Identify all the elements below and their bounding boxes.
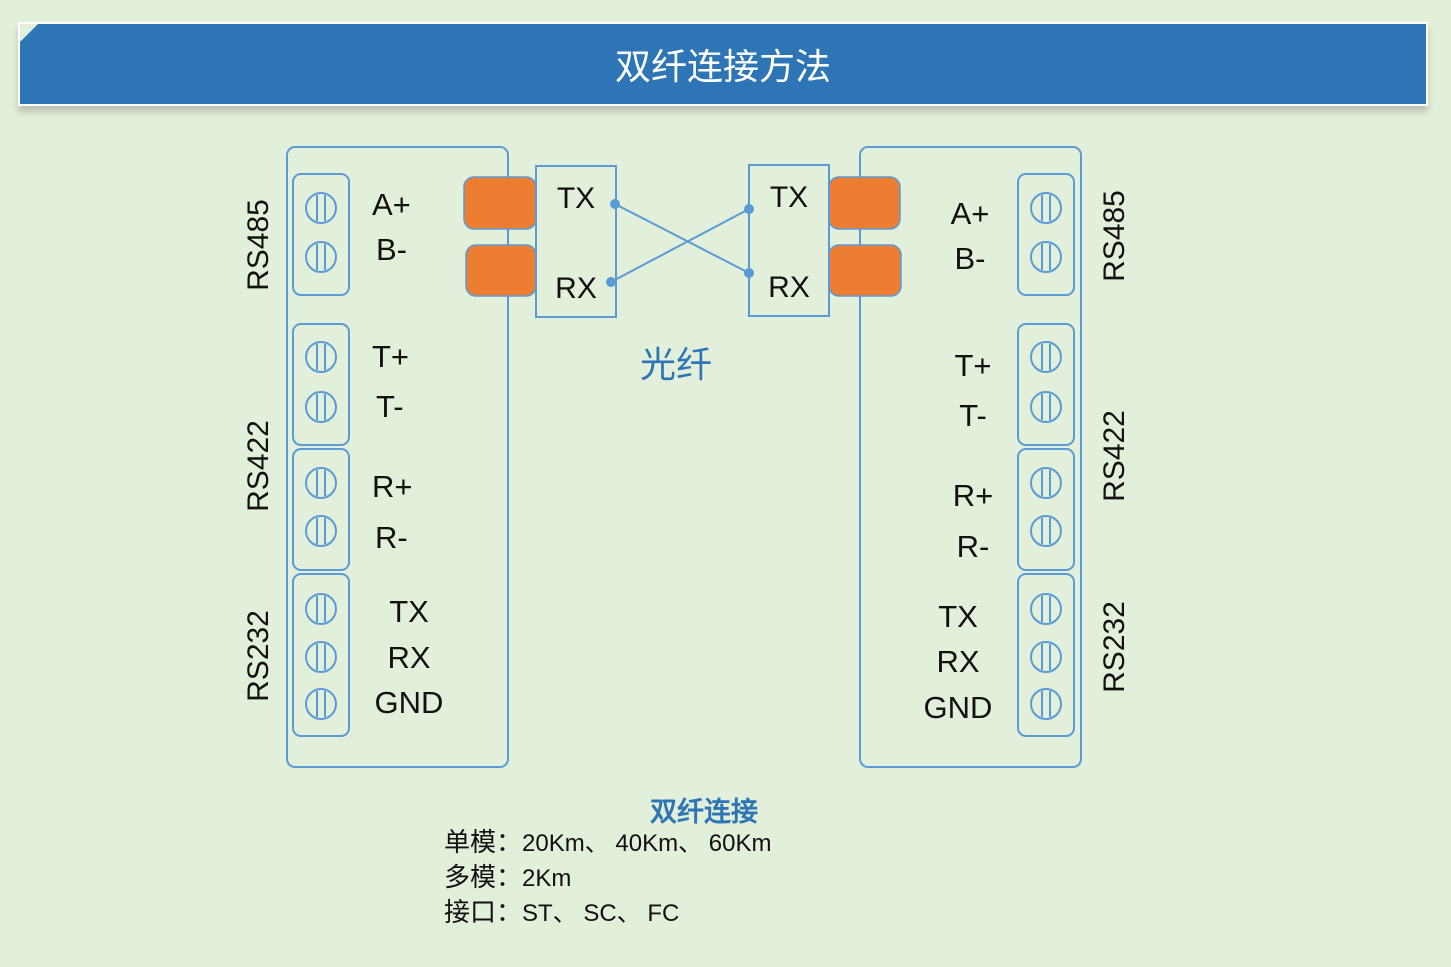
right-device-body	[859, 146, 1082, 768]
spec-label: 单模	[444, 828, 497, 858]
spec-separator: ：	[496, 898, 523, 928]
left-terminal-b-minus: B-	[376, 232, 407, 267]
left-port-rx-label: RX	[555, 272, 597, 305]
left-port-tx-label: TX	[557, 182, 595, 215]
spec-separator: ：	[496, 863, 523, 893]
right-fiber-connector-tx	[828, 176, 901, 230]
left-screw-terminal	[305, 241, 337, 273]
spec-list: 单模：20Km、 40Km、 60Km 多模：2Km 接口：ST、 SC、 FC	[444, 826, 771, 931]
right-group-rs232: RS232	[1098, 601, 1131, 693]
right-terminal-rx: RX	[936, 644, 979, 679]
left-fiber-connector-rx	[465, 244, 537, 297]
spec-row: 多模：2Km	[444, 861, 771, 896]
right-screw-terminal	[1030, 341, 1062, 373]
right-terminal-tx: TX	[938, 599, 978, 634]
left-fiber-connector-tx	[463, 176, 537, 230]
right-rx-dot	[744, 268, 754, 278]
left-terminal-gnd: GND	[375, 685, 444, 720]
right-fiber-connector-rx	[828, 244, 902, 297]
left-terminal-rx: RX	[387, 640, 430, 675]
right-screw-terminal	[1030, 688, 1062, 720]
spec-label: 多模	[444, 863, 497, 893]
left-screw-terminal	[305, 341, 337, 373]
right-port-rx-label: RX	[768, 271, 810, 304]
left-screw-terminal	[305, 467, 337, 499]
right-screw-terminal	[1030, 192, 1062, 224]
left-screw-terminal	[305, 641, 337, 673]
right-terminal-r-minus: R-	[957, 529, 990, 564]
right-terminal-gnd: GND	[924, 690, 993, 725]
right-terminal-r-plus: R+	[953, 478, 994, 513]
left-fiber-port	[535, 165, 617, 318]
spec-row: 接口：ST、 SC、 FC	[444, 896, 771, 931]
left-rx-dot	[606, 277, 616, 287]
banner-corner-cut	[20, 24, 38, 42]
fiber-label: 光纤	[640, 345, 712, 386]
spec-separator: ：	[496, 828, 523, 858]
left-group-rs422: RS422	[242, 420, 275, 512]
right-fiber-port	[748, 164, 830, 317]
left-terminal-r-minus: R-	[375, 520, 408, 555]
left-terminal-r-plus: R+	[372, 469, 413, 504]
left-terminal-t-minus: T-	[376, 389, 404, 424]
spec-row: 单模：20Km、 40Km、 60Km	[444, 826, 771, 861]
left-group-rs485: RS485	[242, 199, 275, 291]
right-screw-terminal	[1030, 515, 1062, 547]
left-group-rs232: RS232	[242, 610, 275, 702]
right-port-tx-label: TX	[770, 181, 808, 214]
right-group-rs422: RS422	[1098, 410, 1131, 502]
left-terminal-tx: TX	[389, 594, 429, 629]
right-group-rs485: RS485	[1098, 190, 1131, 282]
right-screw-terminal	[1030, 241, 1062, 273]
right-tx-dot	[744, 204, 754, 214]
screw-terminals	[305, 192, 1062, 720]
right-terminal-b-minus: B-	[955, 241, 986, 276]
fiber-line-left-tx-to-right-rx	[614, 203, 750, 274]
left-screw-terminal	[305, 688, 337, 720]
spec-value: 2Km	[522, 865, 572, 892]
right-terminal-t-minus: T-	[959, 398, 987, 433]
left-device-body	[286, 146, 509, 768]
left-terminal-a-plus: A+	[372, 187, 411, 222]
right-screw-terminal	[1030, 593, 1062, 625]
right-screw-terminal	[1030, 467, 1062, 499]
page-title: 双纤连接方法	[614, 47, 831, 88]
left-terminal-t-plus: T+	[372, 339, 409, 374]
left-screw-terminal	[305, 192, 337, 224]
spec-value: 20Km、 40Km、 60Km	[522, 830, 772, 857]
spec-label: 接口	[444, 898, 497, 928]
right-terminal-a-plus: A+	[951, 196, 990, 231]
left-tx-dot	[610, 199, 620, 209]
left-screw-terminal	[305, 515, 337, 547]
left-screw-terminal	[305, 391, 337, 423]
right-screw-terminal	[1030, 641, 1062, 673]
spec-value: ST、 SC、 FC	[522, 900, 680, 927]
left-screw-terminal	[305, 593, 337, 625]
right-terminal-t-plus: T+	[954, 348, 991, 383]
fiber-line-right-tx-to-left-rx	[610, 208, 750, 283]
title-banner: 双纤连接方法	[18, 22, 1428, 106]
right-screw-terminal	[1030, 391, 1062, 423]
info-heading: 双纤连接	[650, 797, 758, 828]
